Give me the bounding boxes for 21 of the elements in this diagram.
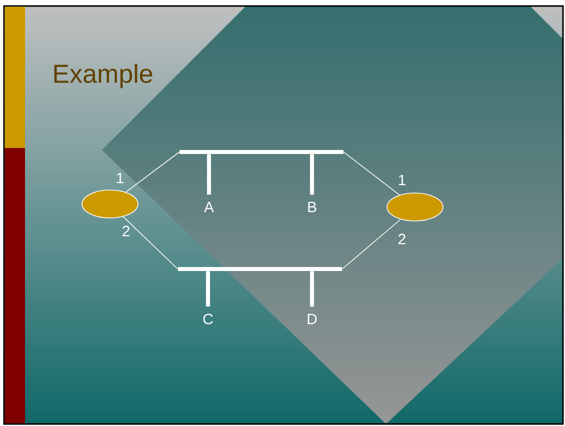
connector-line [342, 218, 401, 270]
station-stub [206, 271, 210, 306]
station-label: B [308, 202, 316, 212]
station-stub [310, 271, 314, 307]
station-stub [310, 154, 314, 195]
connector-line [126, 152, 180, 192]
port-number: 1 [398, 174, 406, 186]
network-bar [178, 267, 342, 271]
station-label: A [204, 202, 214, 212]
connector-line [343, 152, 400, 196]
port-number: 1 [116, 172, 124, 184]
station-label: C [203, 314, 213, 324]
port-number: 2 [398, 234, 406, 244]
connector-line [122, 216, 178, 270]
title: Example [54, 64, 152, 88]
port-number: 2 [122, 226, 130, 236]
network-bar [180, 150, 344, 154]
bridge-ellipse [82, 190, 138, 218]
station-stub [207, 154, 211, 195]
station-label: D [308, 314, 317, 324]
bridge-ellipse [386, 192, 444, 222]
